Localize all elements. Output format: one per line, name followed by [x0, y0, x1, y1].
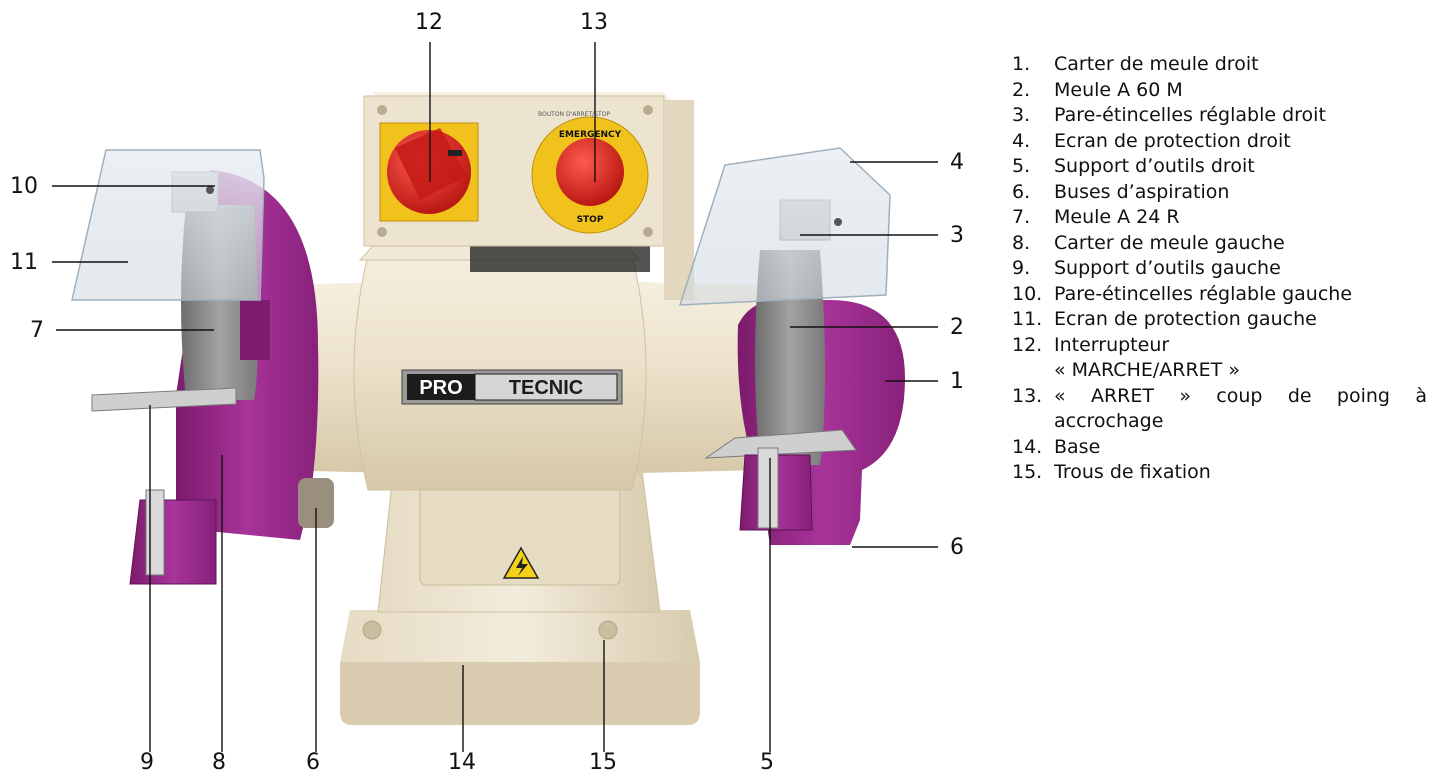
- right-wheel-assembly: [678, 147, 905, 545]
- callout-2: 2: [950, 315, 964, 340]
- legend-text: Interrupteur: [1054, 333, 1170, 356]
- legend-number: 8.: [1012, 231, 1031, 254]
- legend-item: 4. Ecran de protection droit: [1012, 129, 1427, 155]
- legend-item: 8. Carter de meule gauche: [1012, 231, 1427, 257]
- legend-item: 3. Pare-étincelles réglable droit: [1012, 103, 1427, 129]
- callout-12: 12: [415, 10, 443, 35]
- legend-text: Pare-étincelles réglable droit: [1054, 104, 1326, 126]
- legend-item: 5. Support d’outils droit: [1012, 154, 1427, 180]
- switch-box-label: BOUTON D'ARRET/STOP: [538, 111, 610, 118]
- legend-number: 7.: [1012, 206, 1031, 228]
- legend-text: Base: [1054, 435, 1101, 458]
- legend-item: 13. « ARRET » coup de poing à accrochage: [1012, 384, 1427, 435]
- parts-legend: 1. Carter de meule droit 2. Meule A 60 M 3…: [1012, 52, 1427, 486]
- callout-6-left: 6: [306, 750, 320, 775]
- callout-3: 3: [950, 223, 964, 248]
- legend-number: 13.: [1012, 384, 1043, 407]
- legend-text: Ecran de protection droit: [1054, 129, 1291, 152]
- legend-text: Meule A 60 M: [1054, 78, 1183, 101]
- legend-number: 11.: [1012, 308, 1043, 330]
- legend-text: Support d’outils droit: [1054, 155, 1255, 177]
- left-protection-screen: [71, 149, 265, 301]
- legend-item: 6. Buses d’aspiration: [1012, 180, 1427, 206]
- legend-text-line2: accrochage: [1054, 410, 1164, 432]
- legend-item: 14. Base: [1012, 435, 1427, 461]
- legend-number: 10.: [1012, 282, 1043, 305]
- callout-15: 15: [589, 750, 617, 775]
- legend-item: 2. Meule A 60 M: [1012, 78, 1427, 104]
- emergency-bottom-label: STOP: [577, 215, 604, 225]
- callout-4: 4: [950, 150, 964, 175]
- main-switch[interactable]: [379, 122, 479, 222]
- brand-logo-tecnic: TECNIC: [509, 377, 583, 399]
- left-wheel-assembly: [71, 149, 334, 585]
- legend-text-line2: « MARCHE/ARRET »: [1054, 359, 1240, 381]
- legend-text: Support d’outils gauche: [1054, 257, 1281, 279]
- legend-item: 7. Meule A 24 R: [1012, 205, 1427, 231]
- legend-number: 6.: [1012, 180, 1031, 203]
- legend-item: 1. Carter de meule droit: [1012, 52, 1427, 78]
- callout-7: 7: [30, 318, 44, 343]
- legend-number: 15.: [1012, 461, 1043, 483]
- brand-logo: PRO TECNIC: [401, 369, 623, 405]
- legend-number: 12.: [1012, 333, 1043, 356]
- legend-number: 5.: [1012, 155, 1031, 177]
- legend-text: Ecran de protection gauche: [1054, 308, 1317, 330]
- callout-11: 11: [10, 250, 38, 275]
- legend-text: Meule A 24 R: [1054, 206, 1180, 228]
- mounting-hole: [362, 620, 382, 640]
- base: [340, 454, 700, 725]
- legend-number: 14.: [1012, 435, 1043, 458]
- legend-text: Buses d’aspiration: [1054, 180, 1230, 203]
- leader-lines: [52, 42, 938, 752]
- legend-item: 9. Support d’outils gauche: [1012, 256, 1427, 282]
- callout-6-right: 6: [950, 535, 964, 560]
- callout-8: 8: [212, 750, 226, 775]
- electric-hazard-icon: [502, 546, 540, 579]
- brand-logo-pro: PRO: [419, 377, 462, 399]
- legend-item: 11. Ecran de protection gauche: [1012, 307, 1427, 333]
- legend-number: 4.: [1012, 129, 1031, 152]
- callout-14: 14: [448, 750, 476, 775]
- legend-item: 10. Pare-étincelles réglable gauche: [1012, 282, 1427, 308]
- right-protection-screen: [678, 147, 891, 306]
- emergency-top-label: EMERGENCY: [559, 130, 622, 140]
- legend-number: 9.: [1012, 257, 1031, 279]
- callout-1: 1: [950, 369, 964, 394]
- callout-9: 9: [140, 750, 154, 775]
- legend-text: « ARRET » coup de poing à: [1054, 384, 1427, 407]
- callout-13: 13: [580, 10, 608, 35]
- legend-item: 15. Trous de fixation: [1012, 460, 1427, 486]
- legend-text: Trous de fixation: [1054, 461, 1211, 483]
- legend-number: 3.: [1012, 104, 1031, 126]
- legend-item: 12. Interrupteur « MARCHE/ARRET »: [1012, 333, 1427, 384]
- legend-number: 1.: [1012, 53, 1031, 75]
- callout-10: 10: [10, 174, 38, 199]
- legend-text: Carter de meule gauche: [1054, 231, 1285, 254]
- legend-text: Carter de meule droit: [1054, 53, 1259, 75]
- emergency-stop-button[interactable]: EMERGENCY STOP: [531, 116, 649, 234]
- legend-text: Pare-étincelles réglable gauche: [1054, 282, 1353, 305]
- mounting-hole: [598, 620, 618, 640]
- callout-5: 5: [760, 750, 774, 775]
- legend-number: 2.: [1012, 78, 1031, 101]
